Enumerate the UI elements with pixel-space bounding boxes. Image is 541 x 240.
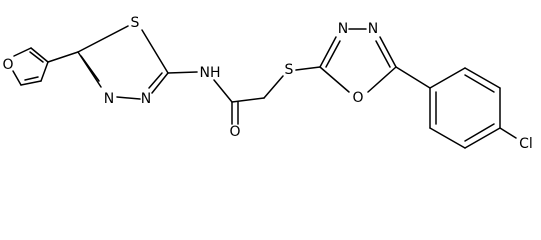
- bond: [167, 71, 198, 74]
- bond: [141, 29, 169, 74]
- bond: [464, 74, 495, 93]
- bond: [375, 40, 391, 68]
- bond: [395, 66, 431, 89]
- thiadiazole-nitrogen-label: N: [141, 91, 151, 107]
- bond: [429, 127, 466, 149]
- bond: [148, 72, 163, 89]
- bond: [30, 47, 49, 63]
- bond: [367, 66, 397, 93]
- thiadiazole-nitrogen-label: N: [104, 91, 114, 107]
- thioether-sulfur-label: S: [285, 62, 294, 78]
- bond: [464, 123, 495, 142]
- amide-nh-label: NH: [200, 65, 221, 81]
- bond: [12, 70, 22, 86]
- bond: [429, 67, 466, 89]
- bond: [319, 36, 337, 68]
- bond: [47, 51, 79, 63]
- chlorine-label: Cl: [519, 136, 533, 152]
- bond: [325, 40, 341, 68]
- oxadiazole-nitrogen-label: N: [368, 21, 378, 37]
- bond: [213, 79, 233, 103]
- thiadiazole-sulfur-label: S: [131, 15, 140, 31]
- bond: [263, 75, 284, 99]
- oxadiazole-nitrogen-label: N: [338, 21, 348, 37]
- bond: [24, 76, 39, 81]
- molecule-structure: O S N N NH O S N N O Cl: [2, 15, 532, 152]
- bond: [151, 72, 169, 94]
- bond: [29, 51, 44, 63]
- bond: [464, 127, 501, 149]
- bond: [464, 67, 501, 89]
- bonds: [12, 25, 517, 149]
- bond: [116, 96, 141, 100]
- bond: [20, 80, 42, 86]
- bond: [499, 127, 517, 139]
- bond: [13, 47, 32, 57]
- bond: [40, 61, 49, 82]
- furan-oxygen-label: O: [2, 57, 13, 73]
- bond: [295, 66, 321, 71]
- bond: [379, 36, 397, 68]
- oxadiazole-oxygen-label: O: [352, 90, 363, 106]
- bond: [319, 66, 350, 93]
- bond: [80, 55, 100, 82]
- carbonyl-oxygen-label: O: [229, 124, 240, 140]
- bond: [231, 97, 265, 103]
- bond: [77, 25, 129, 53]
- atom-labels: O S N N NH O S N N O Cl: [2, 15, 532, 152]
